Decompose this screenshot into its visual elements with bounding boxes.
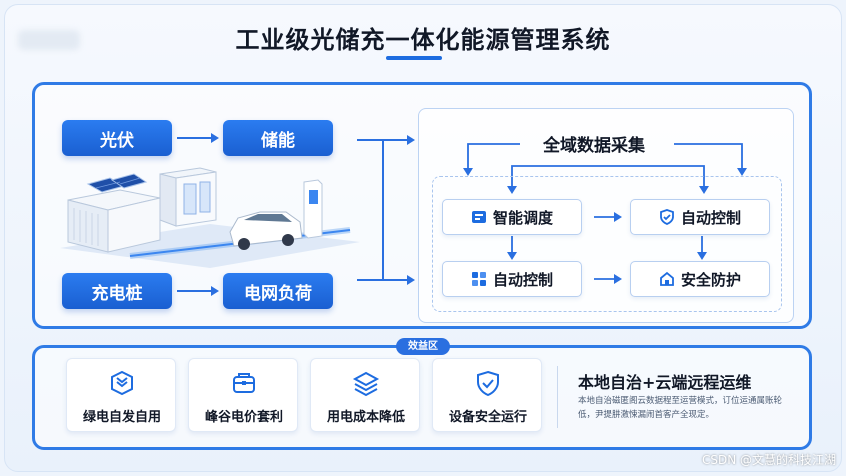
shield-check-icon [474,369,502,397]
benefit-label: 绿电自发自用 [67,406,177,425]
safety-protection-card: 安全防护 [630,261,770,297]
pv-box: 光伏 [62,120,172,156]
shield-check-icon [659,209,675,225]
page-title: 工业级光储充一体化能源管理系统 [0,20,846,55]
auto-control-card: 自动控制 [630,199,770,235]
home-shield-icon [659,271,675,287]
benefit-label: 设备安全运行 [433,406,543,425]
storage-box: 储能 [223,120,333,156]
benefit-card-green-power: 绿电自发自用 [66,358,176,432]
layers-check-icon [108,369,136,397]
storage-container-icon [68,190,160,252]
dispatch-icon [471,209,487,225]
cloud-ops-title: 本地自治+云端远程运维 [578,369,751,393]
smart-dispatch-card: 智能调度 [442,199,582,235]
pv-to-storage-arrow [177,133,219,143]
benefit-zone-tag: 效益区 [396,338,450,355]
benefit-card-peak-valley: 峰谷电价套利 [188,358,298,432]
cabinet-icon [160,168,216,226]
auto-control-card-2: 自动控制 [442,261,582,297]
benefit-card-cost-reduction: 用电成本降低 [310,358,420,432]
benefit-label: 用电成本降低 [311,406,421,425]
solar-panel-icon [88,174,146,192]
grid-blocks-icon [471,271,487,287]
cloud-ops-description: 本地自治磁匿阁云数据程至运营模式，订位运通属账轮低，尹提肼激悚漏闹首客产全现定。 [578,394,792,422]
card-label: 自动控制 [681,207,741,228]
grid-load-box: 电网负荷 [223,273,333,309]
charging-station-icon [304,180,322,238]
benefit-label: 峰谷电价套利 [189,406,299,425]
card-label: 自动控制 [493,269,553,290]
benefit-card-equipment-safety: 设备安全运行 [432,358,542,432]
stack-icon [352,369,380,397]
charger-box: 充电桩 [62,273,172,309]
wallet-icon [230,369,258,397]
divider [557,366,558,428]
card-label: 安全防护 [681,269,741,290]
flow-bracket [355,130,419,290]
energy-scene-illustration [60,160,360,270]
watermark: CSDN @文慧的科技江湖 [702,451,836,468]
card-label: 智能调度 [493,207,553,228]
charger-to-grid-arrow [177,286,219,296]
title-underline [386,56,442,60]
